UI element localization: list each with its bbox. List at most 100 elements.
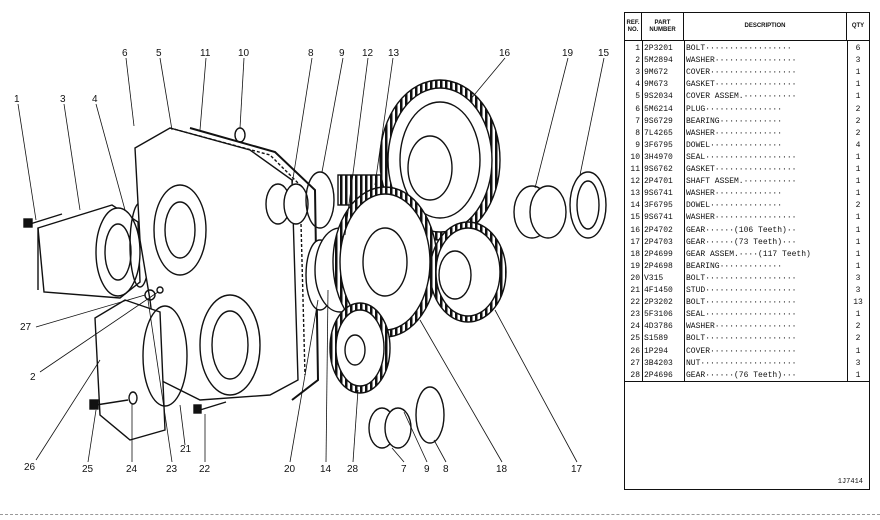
front-cover — [94, 299, 166, 441]
table-row: 6 5M6214 PLUG················ 2 — [625, 104, 869, 116]
part-number-cell: 4D3786 — [644, 322, 673, 332]
qty-cell: 6 — [855, 44, 861, 53]
qty-cell: 3 — [855, 358, 861, 368]
qty-cell: 1 — [855, 225, 861, 235]
bearing-19 — [513, 185, 567, 239]
table-row: 24 4D3786 WASHER················· 2 — [625, 321, 869, 333]
qty-cell: 1 — [855, 310, 861, 320]
part-number-cell: 2P3201 — [644, 44, 673, 53]
ref-no-cell: 20 — [630, 273, 640, 283]
description-cell: GEAR······(73 Teeth)··· — [686, 237, 797, 247]
ref-no-cell: 3 — [635, 68, 640, 78]
ref-no-cell: 14 — [630, 201, 640, 211]
cover-housing — [37, 204, 141, 299]
bolt-1 — [23, 213, 63, 228]
ref-no-cell: 10 — [630, 152, 640, 162]
description-cell: COVER·················· — [686, 346, 797, 356]
description-cell: GEAR ASSEM.····(117 Teeth) — [686, 249, 811, 259]
description-cell: COVER·················· — [686, 68, 797, 78]
part-number-cell: 2P4696 — [644, 370, 673, 380]
part-number-cell: 7L4265 — [644, 128, 673, 138]
qty-cell: 2 — [855, 322, 861, 332]
ref-no-cell: 6 — [635, 104, 640, 114]
qty-cell: 1 — [855, 152, 861, 162]
callout-10: 10 — [238, 48, 250, 59]
description-cell: PLUG················ — [686, 104, 783, 114]
callout-9-top: 9 — [339, 48, 345, 59]
callout-20: 20 — [284, 464, 296, 475]
bolt-22 — [193, 401, 227, 414]
callout-4: 4 — [92, 94, 98, 105]
part-number-cell: 9M672 — [644, 68, 669, 78]
ref-no-cell: 24 — [630, 322, 640, 332]
description-cell: WASHER················· — [686, 56, 797, 66]
part-number-cell: 9M673 — [644, 80, 669, 90]
callout-1: 1 — [14, 94, 20, 105]
part-number-cell: 5M6214 — [644, 104, 673, 114]
qty-cell: 4 — [855, 140, 861, 150]
part-number-cell: 2P4702 — [644, 225, 673, 235]
description-cell: GEAR······(76 Teeth)··· — [686, 370, 797, 380]
header-ref-no: REF. NO. — [625, 13, 642, 41]
qty-cell: 13 — [853, 298, 863, 308]
ref-no-cell: 8 — [635, 128, 640, 138]
part-number-cell: 2P4703 — [644, 237, 673, 247]
header-description: DESCRIPTION — [684, 13, 847, 41]
ref-no-cell: 21 — [630, 286, 640, 295]
washer-15 — [569, 171, 607, 239]
bolt-25 — [89, 399, 129, 410]
washer-9-top — [305, 171, 335, 229]
description-cell: SEAL··················· — [686, 152, 797, 162]
callout-5: 5 — [156, 48, 162, 59]
washer-24 — [128, 391, 138, 405]
qty-cell: 1 — [855, 165, 861, 174]
drawing-code: 1J7414 — [837, 478, 863, 486]
ref-no-cell: 18 — [630, 249, 640, 259]
callout-12: 12 — [362, 48, 374, 59]
ref-no-cell: 25 — [630, 334, 640, 344]
callout-3: 3 — [60, 94, 66, 105]
callout-27: 27 — [20, 322, 32, 333]
description-cell: GASKET················· — [686, 80, 797, 90]
ref-no-cell: 4 — [635, 80, 640, 90]
description-cell: BOLT··················· — [686, 334, 797, 344]
part-number-cell: 5M2894 — [644, 56, 673, 66]
callout-26: 26 — [24, 462, 36, 473]
callout-16: 16 — [499, 48, 511, 59]
description-cell: WASHER················· — [686, 213, 797, 223]
callout-23: 23 — [166, 464, 178, 475]
table-row: 25 S1589 BOLT··················· 2 — [625, 333, 869, 345]
callout-11: 11 — [200, 48, 211, 59]
qty-cell: 2 — [855, 201, 861, 211]
callout-17: 17 — [571, 464, 583, 475]
qty-cell: 1 — [855, 346, 861, 356]
qty-cell: 2 — [855, 104, 861, 114]
gear-28 — [329, 302, 391, 394]
part-number-cell: S1589 — [644, 334, 669, 344]
qty-cell: 1 — [855, 237, 861, 247]
header-part-number: PART NUMBER — [642, 13, 684, 41]
part-number-cell: 2P4698 — [644, 261, 673, 271]
ref-no-cell: 26 — [630, 346, 640, 356]
callout-28: 28 — [347, 464, 359, 475]
qty-cell: 2 — [855, 334, 861, 344]
part-number-cell: 9S6741 — [644, 189, 673, 199]
ref-no-cell: 7 — [635, 116, 640, 126]
description-cell: WASHER················· — [686, 322, 797, 332]
callout-8-top: 8 — [308, 48, 314, 59]
